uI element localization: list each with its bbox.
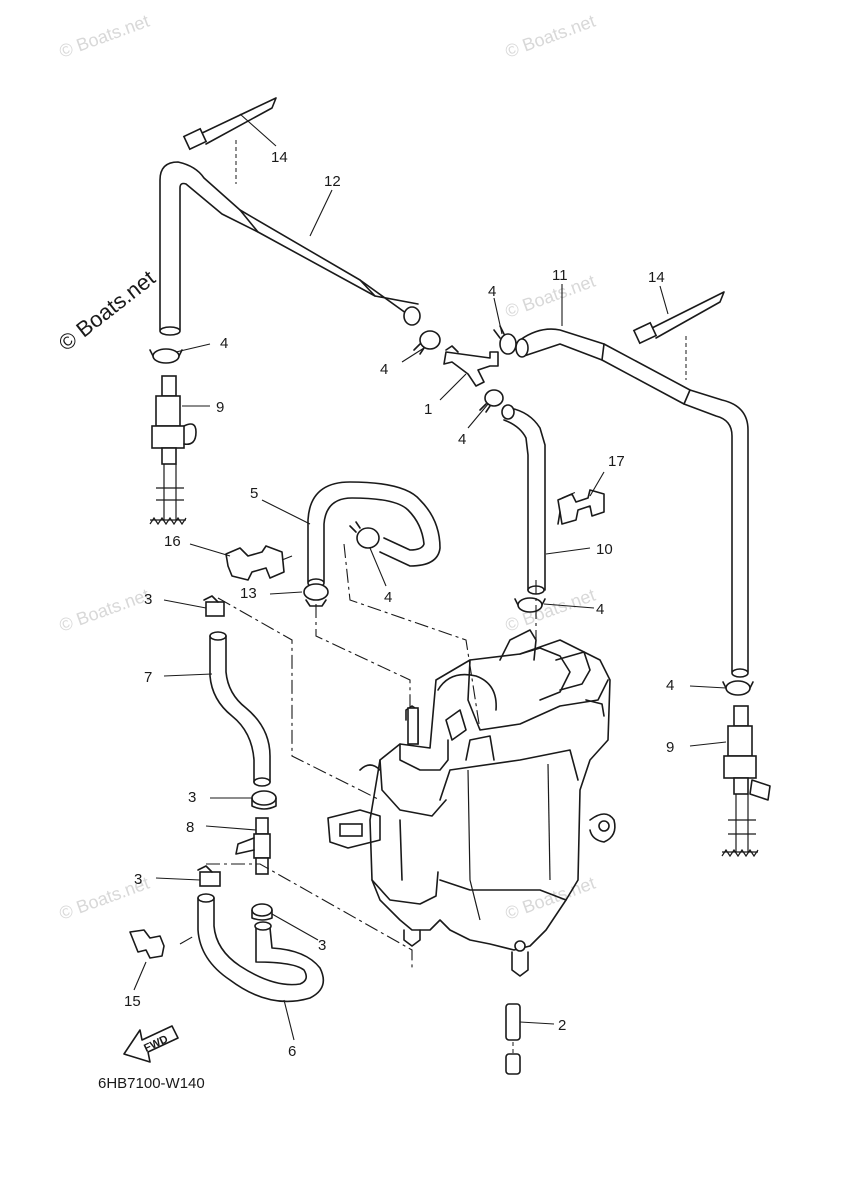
hose-part-10[interactable] [501,404,546,595]
t-joint-part-8[interactable] [235,817,271,875]
callout-label-4: 4 [666,677,674,694]
clip-part-3-d[interactable] [251,903,273,921]
fwd-label: FWD [142,1033,170,1054]
callout-label-8: 8 [186,819,194,836]
callout-label-3: 3 [134,871,142,888]
callout-label-4: 4 [384,589,392,606]
holder-part-17[interactable] [557,489,605,525]
holder-part-16[interactable] [225,545,285,581]
fuel-filter-assembly [327,629,616,977]
clamp-part-4-f[interactable] [722,680,754,696]
clamp-part-4-b[interactable] [493,325,517,355]
callout-label-13: 13 [240,585,257,602]
connector-part-9-right[interactable] [721,705,771,858]
connector-part-9-left[interactable] [149,375,197,526]
callout-label-15: 15 [124,993,141,1010]
callout-labels: 14 12 4 9 4 4 1 4 11 14 17 10 5 16 4 13 … [124,149,674,1060]
clip-part-3-b[interactable] [251,790,277,810]
callout-label-7: 7 [144,669,152,686]
callout-label-17: 17 [608,453,625,470]
pin-part-2[interactable] [505,1003,521,1075]
callout-label-1: 1 [424,401,432,418]
callout-label-14: 14 [648,269,665,286]
callout-label-12: 12 [324,173,341,190]
watermarks: © Boats.net © Boats.net © Boats.net © Bo… [54,11,598,924]
leader-lines [133,113,727,1041]
callout-label-4: 4 [380,361,388,378]
callout-label-14: 14 [271,149,288,166]
hose-part-7[interactable] [209,631,271,787]
hose-part-5[interactable] [307,481,441,588]
clamp-part-4-d[interactable] [349,521,380,549]
holder-part-15[interactable] [129,929,165,959]
callout-label-3: 3 [144,591,152,608]
clip-part-3-a[interactable] [203,595,225,617]
callout-label-4: 4 [596,601,604,618]
watermark-text: © Boats.net [57,585,152,636]
hose-part-6[interactable] [197,893,325,1003]
cable-tie-part-14-right[interactable] [632,291,725,345]
watermark-text: © Boats.net [503,11,598,62]
watermark-text: © Boats.net [503,585,598,636]
fwd-arrow-icon: FWD [123,1025,179,1063]
callout-label-4: 4 [458,431,466,448]
clamp-part-4-a[interactable] [413,330,441,355]
hose-part-11[interactable] [515,328,749,678]
watermark-text: © Boats.net [503,873,598,924]
routing-lines [179,491,577,968]
callout-label-2: 2 [558,1017,566,1034]
watermark-text-dark: © Boats.net [54,265,160,356]
callout-label-10: 10 [596,541,613,558]
diagram-code: 6HB7100-W140 [98,1075,205,1092]
watermark-text: © Boats.net [503,271,598,322]
callout-label-5: 5 [250,485,258,502]
watermark-text: © Boats.net [57,11,152,62]
clip-part-3-c[interactable] [197,865,221,887]
callout-label-11: 11 [552,267,568,284]
callout-label-9: 9 [666,739,674,756]
clamp-part-4-c[interactable] [479,389,504,413]
callout-label-4: 4 [488,283,496,300]
clamp-part-4-top-left[interactable] [149,348,183,364]
cable-tie-part-14-left[interactable] [182,97,277,151]
callout-label-16: 16 [164,533,181,550]
callout-label-3: 3 [318,937,326,954]
callout-label-4: 4 [220,335,228,352]
callout-label-9: 9 [216,399,224,416]
callout-label-3: 3 [188,789,196,806]
callout-label-6: 6 [288,1043,296,1060]
t-joint-part-1[interactable] [443,345,499,387]
clamp-part-4-e[interactable] [514,597,546,613]
hose-part-12[interactable] [159,161,421,336]
clamp-part-13[interactable] [303,583,329,607]
